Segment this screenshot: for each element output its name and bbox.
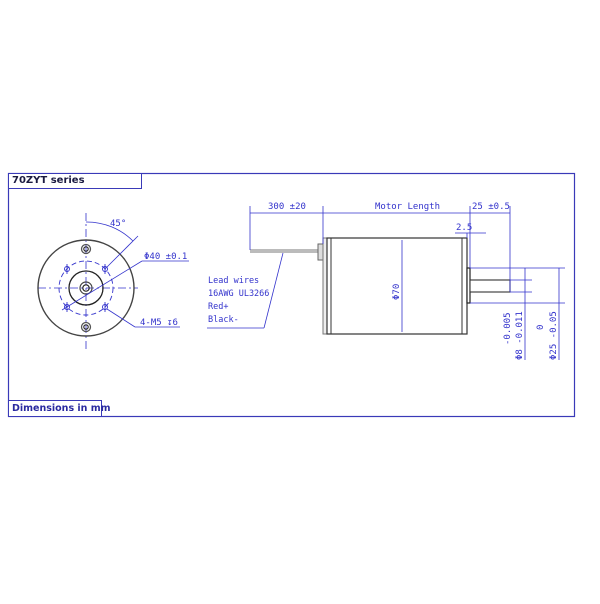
motor-length-label: Motor Length xyxy=(375,202,440,212)
side-view: 300 ±20 Motor Length 25 ±0.5 2.5 Φ70 -0.… xyxy=(207,202,565,360)
bolt-circle-label: Φ40 ±0.1 xyxy=(144,252,187,262)
lead-wires-line3: Red+ xyxy=(208,302,228,312)
lead-wires-line1: Lead wires xyxy=(208,276,259,286)
frame-border xyxy=(7,172,576,418)
shaft-length-label: 25 ±0.5 xyxy=(472,202,510,212)
series-title: 70ZYT series xyxy=(12,175,85,186)
lead-length-label: 300 ±20 xyxy=(268,202,306,212)
body-diameter-label: Φ70 xyxy=(392,284,402,300)
pilot-tol-upper: 0 xyxy=(536,325,546,330)
front-view: 45° Φ40 ±0.1 4-M5 ↧6 xyxy=(37,213,189,352)
units-note-box: Dimensions in mm xyxy=(8,400,111,417)
lead-wires-line2: 16AWG UL3266 xyxy=(208,289,269,299)
angle-label: 45° xyxy=(110,219,126,229)
shaft-tol-upper: -0.005 xyxy=(503,312,513,345)
pilot-label: 2.5 xyxy=(456,223,472,233)
units-note: Dimensions in mm xyxy=(12,403,111,414)
pilot-diam-label: Φ25 -0.05 xyxy=(549,311,559,360)
shaft-label: Φ8 -0.011 xyxy=(515,311,525,360)
series-title-box: 70ZYT series xyxy=(8,173,142,189)
lead-wires-line4: Black- xyxy=(208,315,239,325)
screw-label: 4-M5 ↧6 xyxy=(140,318,178,328)
